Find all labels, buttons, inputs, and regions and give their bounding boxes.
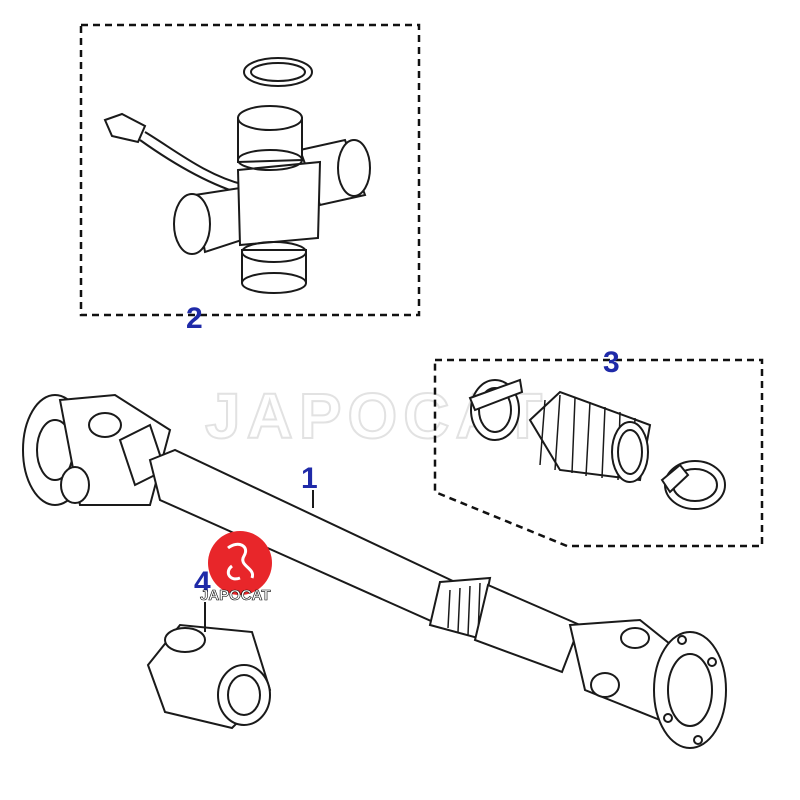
propeller-shaft-drawing[interactable] [22,393,727,749]
callout-numbers: 1 2 3 4 [186,302,620,599]
dashed-frame-2 [79,23,421,317]
callout-2[interactable]: 2 [186,302,203,335]
logo-badge [208,531,272,595]
shaft-tube-rear [473,583,582,674]
logo-emblem [226,542,255,581]
grease-nipple [103,112,147,144]
logo-text: JAPOCAT [200,587,271,604]
universal-joint-drawing[interactable] [103,57,371,294]
leader-lines [204,490,314,632]
callout-3[interactable]: 3 [603,346,620,379]
snap-ring [243,57,313,87]
detail-box-2 [79,23,421,317]
callout-4[interactable]: 4 [194,566,211,599]
center-bearing-drawing[interactable] [146,623,272,730]
detail-box-3 [433,358,764,548]
japocat-logo: JAPOCAT [200,531,272,604]
boot-kit-drawing[interactable] [468,378,726,510]
cross-body [236,160,322,247]
front-flange-yoke [22,393,172,506]
rear-flange-yoke [568,618,727,749]
callout-1[interactable]: 1 [301,462,318,495]
